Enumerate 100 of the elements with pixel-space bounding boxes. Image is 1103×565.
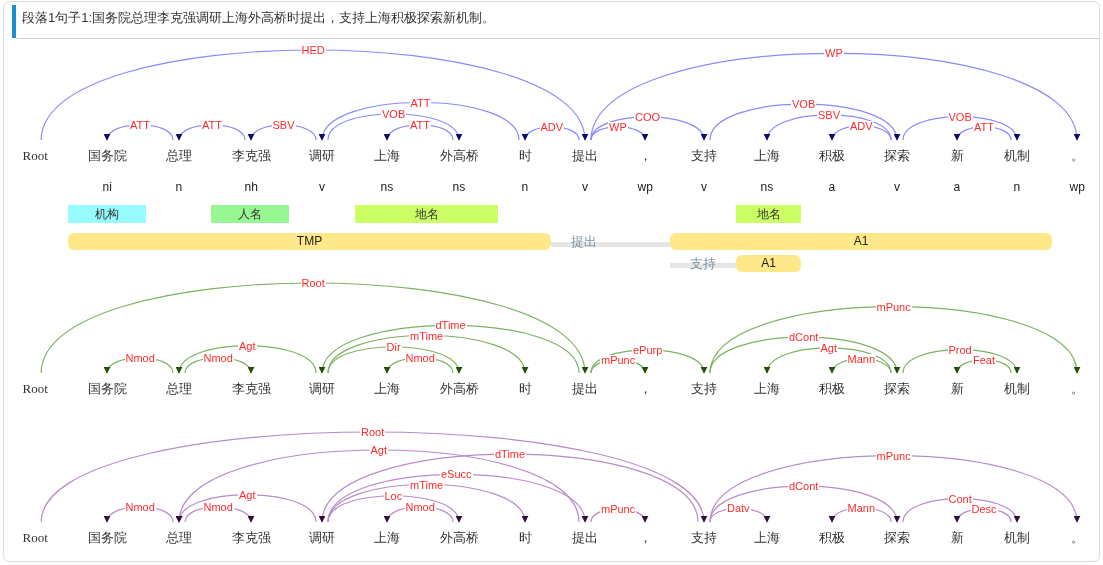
edge-label: VOB [947,111,973,122]
edge-label: Nmod [404,501,436,512]
dependency-arc [177,449,580,523]
word: 外高桥 [439,140,479,164]
dependency-arc [709,103,899,141]
word: 上海 [754,522,780,546]
pos-tag: wp [637,180,653,194]
edge-label: mTime [409,330,445,341]
pos-tag: v [701,180,707,194]
word: 。 [1070,140,1084,164]
edge-label: dTime [494,449,527,460]
word: Root [22,140,48,164]
entity-tag: 地名 [355,205,498,223]
dependency-arc [40,282,586,374]
edge-label: dCont [788,332,820,343]
word: 国务院 [87,373,127,397]
word: ， [638,140,652,164]
word: 上海 [754,140,780,164]
word: 总理 [166,140,192,164]
edge-label: eSucc [440,469,473,480]
word: 时 [518,373,532,397]
word: 探索 [884,522,910,546]
word: 上海 [754,373,780,397]
word: 新 [950,522,964,546]
role-bar: A1 [736,255,801,272]
edge-label: Agt [819,342,838,353]
word: 总理 [166,522,192,546]
edge-label: HED [300,45,326,55]
word: 提出 [572,373,598,397]
edge-label: ADV [849,120,874,131]
edge-label: Loc [383,490,404,501]
edge-label: Dir [385,341,402,352]
edge-label: Agt [238,340,257,351]
dependency-arc [590,52,1079,141]
role-bar: TMP [68,233,551,250]
word: ， [638,522,652,546]
word: 李克强 [231,140,271,164]
word: 支持 [691,373,717,397]
edge-label: ATT [409,119,431,130]
pos-tag: n [175,180,183,194]
edge-label: VOB [381,108,407,119]
word: 总理 [166,373,192,397]
edge-label: ATT [129,119,151,130]
word: 支持 [691,140,717,164]
pos-tag: n [1013,180,1021,194]
entity-tag: 地名 [736,205,801,223]
edge-label: Agt [238,489,257,500]
edge-label: mPunc [875,301,912,312]
edge-label: WP [824,48,844,59]
word: 外高桥 [439,373,479,397]
word: 机制 [1004,140,1030,164]
edge-label: mTime [409,479,445,490]
edge-label: mPunc [600,354,637,365]
edge-label: SBV [817,109,841,120]
edge-label: Feat [972,354,996,365]
pos-tag: ns [380,180,394,194]
word: 调研 [309,522,335,546]
dependency-arc [327,473,587,523]
edge-label: Nmod [124,501,156,512]
edge-label: Nmod [404,352,436,363]
pos-tag: ns [760,180,774,194]
role-bar: A1 [670,233,1052,250]
word: 李克强 [231,522,271,546]
edge-label: Mann [846,353,877,364]
edge-label: Nmod [124,352,156,363]
word: 外高桥 [439,522,479,546]
edge-label: Agt [369,445,388,455]
edge-label: Desc [970,503,998,514]
predicate-label: 提出 [551,233,670,251]
edge-label: ATT [973,121,995,132]
word: 国务院 [87,522,127,546]
word: 调研 [309,140,335,164]
word: 时 [518,522,532,546]
edge-label: ATT [409,97,432,108]
pos-tag: v [582,180,588,194]
edge-label: dTime [434,320,467,331]
word: 探索 [884,140,910,164]
dependency-arc [327,495,461,523]
edge-label: Datv [726,503,751,514]
dependency-arc [40,431,705,523]
word: 提出 [572,522,598,546]
dependency-arc [709,306,1079,374]
dependency-arc [320,453,699,523]
word: Root [22,373,48,397]
edge-label: VOB [791,99,817,110]
edge-label: Root [360,427,386,437]
edge-label: Root [300,278,326,288]
word: 机制 [1004,522,1030,546]
word: 新 [950,373,964,397]
word: 李克强 [231,373,271,397]
word: 机制 [1004,373,1030,397]
word: 支持 [691,522,717,546]
edge-label: SBV [271,119,296,130]
entity-tag: 机构 [68,205,146,223]
edge-label: Cont [947,493,973,504]
word: 积极 [819,373,845,397]
dependency-arc [765,347,892,374]
dependency-arc [327,346,461,374]
edge-label: Nmod [202,501,234,512]
entity-tag: 人名 [211,205,289,223]
